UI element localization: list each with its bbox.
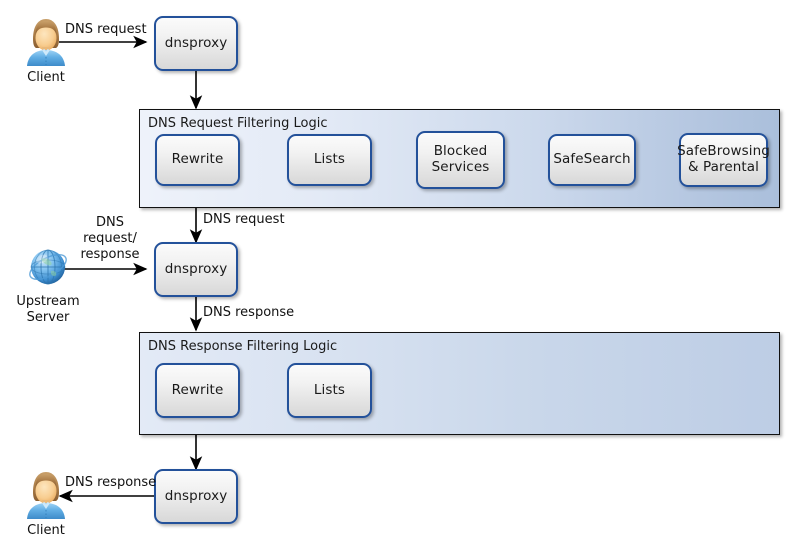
- stage-safesearch[interactable]: SafeSearch: [548, 134, 636, 186]
- response-filtering-panel: DNS Response Filtering Logic: [139, 332, 780, 435]
- client-top-caption: Client: [27, 70, 65, 85]
- stage-lists-response[interactable]: Lists: [287, 363, 372, 418]
- edge-label-proxy-to-response-filter: DNS response: [203, 305, 295, 320]
- stage-blocked-services[interactable]: Blocked Services: [416, 131, 505, 189]
- stage-lists-request[interactable]: Lists: [287, 134, 372, 186]
- upstream-server-caption: Upstream Server: [16, 294, 80, 325]
- stage-label: Lists: [313, 151, 346, 168]
- response-panel-title: DNS Response Filtering Logic: [148, 339, 338, 354]
- user-icon: [23, 17, 69, 67]
- dnsproxy-top-box[interactable]: dnsproxy: [154, 16, 238, 71]
- stage-rewrite-request[interactable]: Rewrite: [155, 134, 240, 186]
- client-bottom-caption: Client: [27, 523, 65, 538]
- edge-label-proxy-to-client: DNS response: [65, 475, 157, 490]
- stage-label: Rewrite: [171, 381, 224, 398]
- stage-label: SafeBrowsing & Parental: [677, 143, 770, 175]
- edge-label-client-to-proxy: DNS request: [65, 22, 147, 37]
- stage-label: Blocked Services: [431, 143, 490, 175]
- edge-label-proxy-to-request-filter: DNS request: [203, 212, 285, 227]
- stage-label: Lists: [313, 381, 346, 398]
- stage-safebrowsing-parental[interactable]: SafeBrowsing & Parental: [677, 133, 770, 187]
- dnsproxy-mid-box[interactable]: dnsproxy: [154, 242, 238, 297]
- dnsproxy-bottom-box[interactable]: dnsproxy: [154, 469, 238, 524]
- dnsproxy-top-label: dnsproxy: [164, 34, 228, 51]
- stage-label: Rewrite: [171, 151, 224, 168]
- edge-label-upstream-exchange: DNS request/ response: [80, 215, 140, 262]
- user-icon: [23, 470, 69, 520]
- request-panel-title: DNS Request Filtering Logic: [148, 116, 328, 131]
- dnsproxy-mid-label: dnsproxy: [164, 260, 228, 277]
- dnsproxy-bottom-label: dnsproxy: [164, 487, 228, 504]
- globe-icon: [24, 243, 72, 291]
- stage-label: SafeSearch: [553, 151, 631, 168]
- stage-rewrite-response[interactable]: Rewrite: [155, 363, 240, 418]
